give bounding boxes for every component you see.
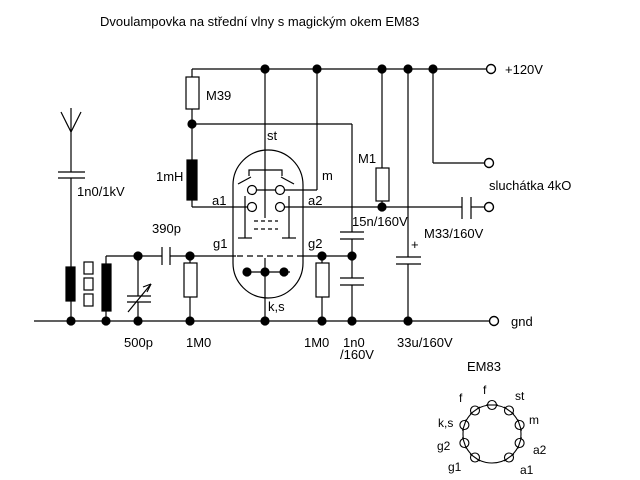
label-socket-pin-f-top: f [483,383,487,397]
label-tube-st: st [267,128,278,143]
resistor-1m0-g1 [183,256,198,321]
label-socket-pin-st: st [515,389,525,403]
terminal-plus120v [485,63,497,75]
wire-phones-top [432,69,484,164]
capacitor-500p-variable [127,256,152,321]
label-resistor-1m0-g1: 1M0 [186,335,212,350]
label-gnd: gnd [511,314,533,329]
label-socket-pin-f-left: f [459,391,463,405]
tube-em83-internals [237,69,318,321]
page-title: Dvoulampovka na střední vlny s magickým … [100,14,420,29]
label-resistor-m1: M1 [358,151,377,166]
label-socket-pin-m: m [529,413,539,427]
coil-secondary [101,255,162,321]
label-phones: sluchátka 4kO [489,178,572,193]
label-resistor-1m0-g2: 1M0 [304,335,330,350]
label-tube-g2: g2 [308,236,323,251]
ferrite-core-icon [83,261,94,307]
label-tube-ks: k,s [268,299,285,314]
resistor-m1 [375,69,390,207]
label-cap-1n0-line1: 1n0 [343,335,365,350]
antenna-icon [60,108,82,172]
coil-primary [65,266,76,321]
resistor-m39 [185,69,200,160]
label-tube-g1: g1 [213,236,228,251]
label-tube-m: m [322,168,333,183]
label-socket-title: EM83 [467,359,501,374]
junction-dots [66,64,438,326]
terminal-gnd [488,315,500,327]
capacitor-390p [161,247,236,265]
capacitor-1n0-160v [340,256,364,321]
label-socket-pin-a1: a1 [520,463,534,477]
label-cap-1n0-line2: /160V [340,347,374,362]
socket-em83-diagram [459,399,525,464]
label-tube-a2: a2 [308,193,323,208]
label-socket-pin-a2: a2 [533,443,547,457]
label-cap-390p: 390p [152,221,181,236]
capacitor-33u-electrolytic [396,69,421,321]
capacitor-15n [340,124,364,256]
terminal-phones-upper [483,157,495,169]
label-plus120v: +120V [505,62,543,77]
label-cap-m33: M33/160V [424,226,484,241]
label-socket-pin-ks: k,s [438,416,454,430]
label-cap-33u: 33u/160V [397,335,453,350]
capacitor-antenna-1n0-1kv [58,171,85,267]
label-cap-antenna: 1n0/1kV [77,184,125,199]
terminal-phones-lower [483,201,495,213]
tube-em83-envelope [232,149,304,299]
label-socket-pin-g2: g2 [437,439,451,453]
label-socket-pin-g1: g1 [448,460,462,474]
label-cap-500p: 500p [124,335,153,350]
label-resistor-m39: M39 [206,88,232,103]
label-inductor-1mh: 1mH [156,169,184,184]
capacitor-m33 [461,197,484,219]
label-tube-a1: a1 [212,193,227,208]
inductor-1mh [186,159,247,208]
socket-pin-slashes [461,404,523,462]
resistor-1m0-g2 [315,256,330,321]
label-polarity-plus: + [411,237,419,252]
label-cap-15n: 15n/160V [352,214,408,229]
